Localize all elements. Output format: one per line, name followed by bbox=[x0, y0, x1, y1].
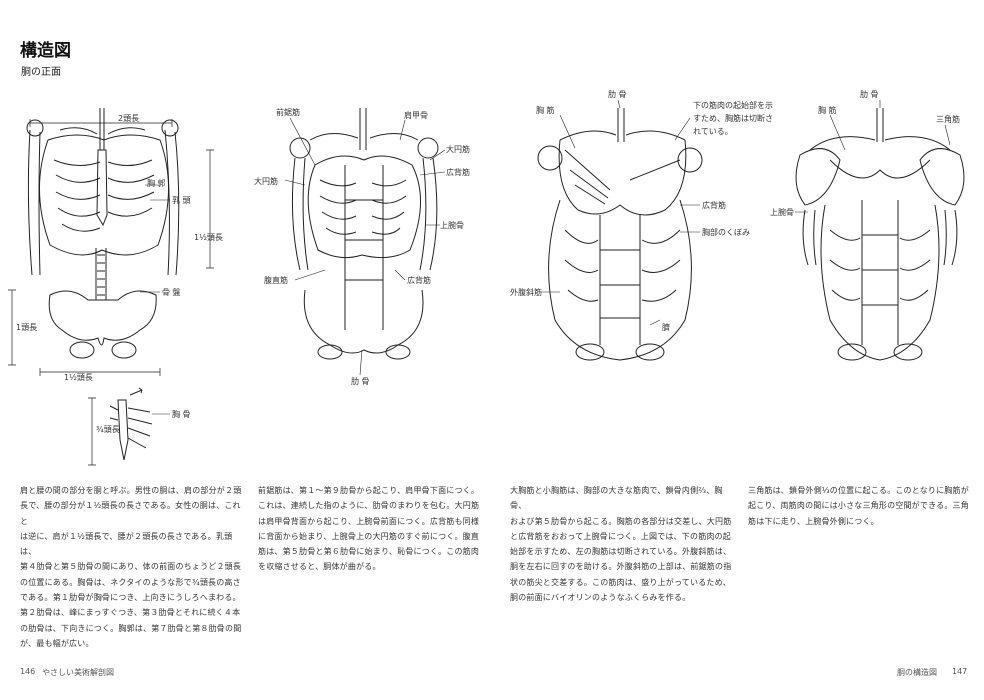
label-chest: 胸 郭 bbox=[147, 178, 166, 188]
p2-line: これは、連続した指のように、肋骨のまわりを包む。大円筋 bbox=[258, 501, 480, 511]
skeleton-figure bbox=[8, 108, 214, 466]
p4-line: 三角筋は、鎖骨外側⅓の位置に起こる。このとなりに胸筋が bbox=[748, 486, 969, 495]
label-humerus: 上腕骨 bbox=[440, 220, 464, 230]
p4-line: 筋は下に走り、上腕骨外側につく。 bbox=[748, 516, 879, 526]
label-rib: 肋 骨 bbox=[351, 376, 370, 386]
label-head1-5: 1½頭長 bbox=[194, 233, 223, 242]
label-pect: 胸 筋 bbox=[536, 105, 555, 115]
p1-line: 第２肋骨は、峰にまっすぐつき、第３肋骨とそれに続く４本 bbox=[20, 608, 241, 618]
label-teres: 大円筋 bbox=[254, 176, 278, 186]
p3-line: 胴を左右に回すのを助ける。外腹斜筋の上部は、前鋸筋の指 bbox=[510, 562, 732, 572]
p3-line: 始部を示すため、左の胸筋は切断されている。外腹斜筋は、 bbox=[510, 547, 732, 557]
label-pect-4: 胸 筋 bbox=[818, 105, 837, 115]
label-rib-4: 肋 骨 bbox=[860, 89, 879, 99]
paragraph-4: 三角筋は、鎖骨外側⅓の位置に起こる。このとなりに胸筋が 起こり、両筋肉の間には小… bbox=[748, 483, 970, 529]
page-title: 構造図 bbox=[20, 41, 71, 61]
label-head1: 1頭長 bbox=[16, 323, 37, 332]
p3-line: 胴の前面にバイオリンのようなふくらみを作る。 bbox=[510, 593, 691, 603]
label-head2: 2頭長 bbox=[118, 114, 139, 123]
label-serratus: 前鋸筋 bbox=[276, 107, 300, 117]
muscle-figure-4 bbox=[795, 100, 965, 361]
label-humerus-4: 上腕骨 bbox=[770, 207, 794, 217]
page-subtitle: 胴の正面 bbox=[21, 67, 61, 78]
label-scapula: 肩甲骨 bbox=[404, 110, 428, 120]
p1-line: 肩と腰の間の部分を胴と呼ぶ。男性の胴は、肩の部分が２頭 bbox=[20, 486, 242, 495]
chapter-title-footer: 胴の構造図 bbox=[897, 668, 937, 677]
p3-line: 状の筋尖と交差する。この筋肉は、盛り上がっているため、 bbox=[510, 577, 731, 587]
label-deltoid: 三角筋 bbox=[936, 114, 960, 124]
label-nipple: 乳 頭 bbox=[172, 195, 191, 205]
p1-line: 第４肋骨と第５肋骨の間にあり、体の前面のちょうど２頭長 bbox=[20, 562, 242, 572]
label-pelvis: 骨 盤 bbox=[162, 287, 181, 297]
label-note-line2: すため、胸筋は切断さ bbox=[693, 113, 773, 123]
p1-line: の位置にある。胸骨は、ネクタイのような形で¾頭長の高さ bbox=[20, 577, 241, 587]
label-head3-4: ¾頭長 bbox=[96, 425, 120, 434]
p2-line: 筋は、第５肋骨と第６肋骨に始まり、恥骨につく。この筋肉 bbox=[258, 547, 480, 557]
label-latissimus-2: 広背筋 bbox=[407, 275, 431, 285]
p1-line: である。第１肋骨が胸骨につき、上向きにうしろへまわる。 bbox=[20, 593, 241, 603]
label-teres-right: 大円筋 bbox=[446, 144, 470, 154]
label-rectus: 腹直筋 bbox=[264, 275, 288, 285]
p1-line: の肋骨は、下向きにつく。胸郭は、第７肋骨と第８肋骨の間 bbox=[20, 623, 242, 633]
label-rib-3: 肋 骨 bbox=[608, 89, 627, 99]
label-head1-5b: 1½頭長 bbox=[64, 373, 93, 382]
label-latissimus: 広背筋 bbox=[446, 167, 470, 177]
muscle-figure-3 bbox=[537, 99, 703, 361]
p2-line: に背面から始まり、上腕骨上の大円筋のすぐ前につく。腹直 bbox=[258, 531, 480, 541]
page-number-left: 146 bbox=[20, 667, 36, 676]
paragraph-1: 肩と腰の間の部分を胴と呼ぶ。男性の胴は、肩の部分が２頭 長で、腰の部分が１½頭長… bbox=[20, 483, 242, 651]
label-navel: 臍 bbox=[662, 322, 670, 332]
p4-line: 起こり、両筋肉の間には小さな三角形の空間ができる。三角 bbox=[748, 501, 969, 511]
p1-line: が、最も幅が広い。 bbox=[20, 638, 94, 648]
p2-line: 前鋸筋は、第１〜第９肋骨から起こり、肩甲骨下面につく。 bbox=[258, 486, 480, 495]
label-note-line1: 下の筋肉の起始部を示 bbox=[693, 100, 773, 110]
book-title-footer: やさしい美術解剖図 bbox=[42, 668, 114, 677]
label-sternum: 胸 骨 bbox=[172, 409, 191, 419]
muscle-figure-2 bbox=[284, 108, 446, 376]
label-lat-3: 広背筋 bbox=[702, 200, 726, 210]
p3-line: 大胸筋と小胸筋は、胸部の大きな筋肉で、鎖骨内側⅔、胸骨、 bbox=[510, 486, 723, 511]
p1-line: は逆に、肩が１½頭長で、腰が２頭長の長さである。乳頭は、 bbox=[20, 531, 233, 557]
page-number-right: 147 bbox=[952, 667, 968, 676]
label-hollow: 胸部のくぼみ bbox=[702, 227, 750, 237]
p2-line: は肩甲骨背面から起こり、上腕骨前面につく。広背筋も同様 bbox=[258, 516, 480, 526]
paragraph-2: 前鋸筋は、第１〜第９肋骨から起こり、肩甲骨下面につく。 これは、連続した指のよう… bbox=[258, 483, 480, 575]
label-oblique: 外腹斜筋 bbox=[510, 287, 542, 297]
p2-line: を収縮させると、胴体が曲がる。 bbox=[258, 562, 381, 572]
p1-line: 長で、腰の部分が１½頭長の長さである。女性の胴は、これと bbox=[20, 501, 241, 526]
p3-line: および第５肋骨から起こる。胸筋の各部分は交差し、大円筋 bbox=[510, 516, 732, 526]
paragraph-3: 大胸筋と小胸筋は、胸部の大きな筋肉で、鎖骨内側⅔、胸骨、 および第５肋骨から起こ… bbox=[510, 483, 732, 605]
p3-line: と広背筋をおおって上腕骨につく。上図では、下の筋肉の起 bbox=[510, 531, 731, 541]
label-note-line3: れている。 bbox=[693, 127, 733, 136]
